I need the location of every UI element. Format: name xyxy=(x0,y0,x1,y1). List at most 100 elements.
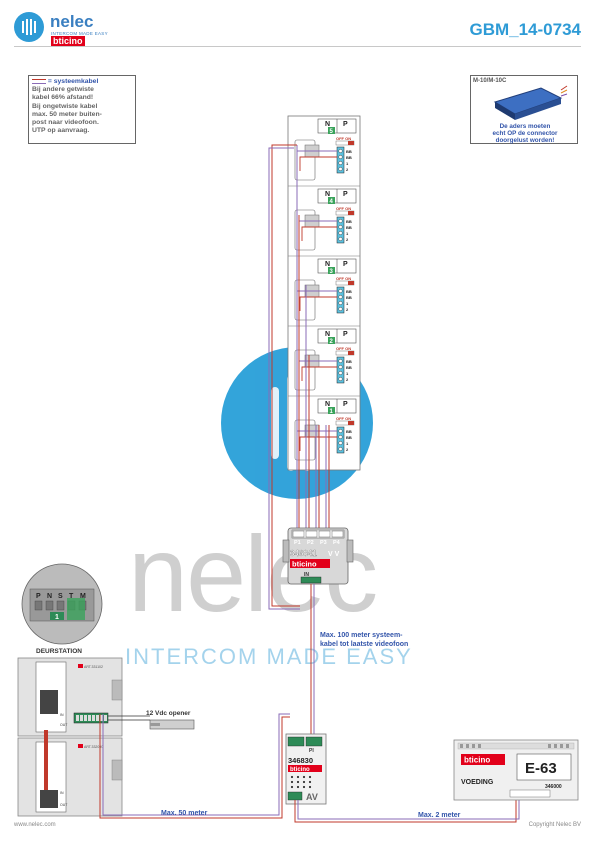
terminal-label: BB xyxy=(346,225,352,230)
termination-switch-label: OFF ON xyxy=(336,346,351,351)
phone-terminal-block xyxy=(336,426,345,454)
address-jumper xyxy=(328,197,335,204)
watermark-tagline: INTERCOM MADE EASY xyxy=(125,644,413,669)
phone-terminal-block xyxy=(336,286,345,314)
deurstation-terminal-letter: M xyxy=(80,593,86,600)
deurstation-terminal-letter: N xyxy=(47,593,52,600)
footer-url: www.nelec.com xyxy=(14,822,56,828)
address-jumper xyxy=(328,127,335,134)
header-divider xyxy=(14,46,581,47)
interface-pi: PI xyxy=(309,748,314,754)
terminal-label: 1 xyxy=(346,301,349,306)
distributor-port-label: P1 xyxy=(294,540,301,546)
terminal-label: BB xyxy=(346,149,352,154)
distributor-port-label: P2 xyxy=(307,540,314,546)
legend-line: UTP op aanvraag. xyxy=(32,127,90,135)
terminal-label: 1 xyxy=(346,441,349,446)
terminal-label: BB xyxy=(346,289,352,294)
distributor-vv: V V xyxy=(328,551,340,558)
module-2-out: OUT xyxy=(60,803,68,807)
cable-note-100m: kabel tot laatste videofoon xyxy=(320,641,408,648)
address-p-label: P xyxy=(343,401,348,408)
connector-note-line: doorgelust worden! xyxy=(495,137,555,144)
termination-switch-label: OFF ON xyxy=(336,136,351,141)
deurstation-terminal-letter: T xyxy=(69,593,74,600)
connector-icon xyxy=(493,85,568,120)
module-1-in: IN xyxy=(60,713,64,717)
terminal-label: BB xyxy=(346,359,352,364)
cable-note-50m: Max. 50 meter xyxy=(161,810,208,817)
distributor-port xyxy=(305,530,318,538)
terminal-label: 2 xyxy=(346,167,349,172)
address-jumper xyxy=(328,337,335,344)
deurstation-label: DEURSTATION xyxy=(36,648,82,655)
terminal-label: 2 xyxy=(346,447,349,452)
terminal-label: 2 xyxy=(346,307,349,312)
address-n-label: N xyxy=(325,191,330,198)
document-id: GBM_14-0734 xyxy=(469,20,581,39)
cable-note-2m: Max. 2 meter xyxy=(418,812,461,819)
address-n-label: N xyxy=(325,121,330,128)
connector-note-line: De aders moeten xyxy=(499,123,551,130)
phone-terminal-block xyxy=(336,356,345,384)
connector-note-line: echt OP de connector xyxy=(492,130,558,137)
distributor-port xyxy=(292,530,305,538)
address-p-label: P xyxy=(343,331,348,338)
psu-brand: bticino xyxy=(464,756,490,765)
address-number: 3 xyxy=(330,269,334,275)
address-number: 5 xyxy=(330,129,334,135)
legend-box: = systeemkabel Bij andere getwiste kabel… xyxy=(28,75,136,144)
terminal-label: BB xyxy=(346,429,352,434)
opener-label: 12 Vdc opener xyxy=(146,710,191,717)
distributor-port-label: P4 xyxy=(333,540,341,546)
legend-line: = systeemkabel xyxy=(32,78,132,86)
address-number: 1 xyxy=(330,409,334,415)
legend-line: max. 50 meter buiten- xyxy=(32,110,102,118)
terminal-label: 1 xyxy=(346,161,349,166)
address-jumper xyxy=(328,267,335,274)
connector-note: De aders moeten echt OP de connector doo… xyxy=(475,123,575,144)
interface-model: 346830 xyxy=(288,756,313,765)
connector-title: M-10/M-10C xyxy=(473,78,507,84)
logo-circle-icon xyxy=(14,12,44,42)
psu-label: VOEDING xyxy=(461,779,494,786)
terminal-label: BB xyxy=(346,365,352,370)
distributor-port xyxy=(331,530,344,538)
footer-copyright: Copyright Nelec BV xyxy=(528,822,581,828)
address-n-label: N xyxy=(325,331,330,338)
terminal-label: 2 xyxy=(346,377,349,382)
distributor-port xyxy=(318,530,331,538)
distributor-brand: bticino xyxy=(292,560,317,569)
address-n-label: N xyxy=(325,401,330,408)
module-2-part: ART.332000 xyxy=(84,745,103,749)
riser-cables xyxy=(268,144,330,610)
terminal-label: 1 xyxy=(346,371,349,376)
connector-note-box: M-10/M-10C De aders moeten echt OP de co… xyxy=(470,75,578,144)
phone-terminal-block xyxy=(336,216,345,244)
deurstation-terminal-number: 1 xyxy=(55,614,59,621)
cable-note-100m: Max. 100 meter systeem- xyxy=(320,632,403,639)
address-p-label: P xyxy=(343,121,348,128)
module-2-in: IN xyxy=(60,791,64,795)
terminal-label: 1 xyxy=(346,231,349,236)
module-1-part: ART.331102 xyxy=(84,665,103,669)
deurstation-terminal-letter: S xyxy=(58,593,63,600)
terminal-label: BB xyxy=(346,155,352,160)
terminal-label: BB xyxy=(346,435,352,440)
address-p-label: P xyxy=(343,191,348,198)
interface-av: AV xyxy=(306,792,318,802)
psu-part: 346000 xyxy=(545,784,562,790)
legend-line: kabel 66% afstand! xyxy=(32,94,94,102)
address-number: 2 xyxy=(330,339,334,345)
module-1-out: OUT xyxy=(60,723,68,727)
distributor-model: 346841 xyxy=(290,549,317,558)
interface-brand: bticino xyxy=(290,767,310,773)
terminal-label: BB xyxy=(346,219,352,224)
deurstation-module-1 xyxy=(17,657,123,737)
